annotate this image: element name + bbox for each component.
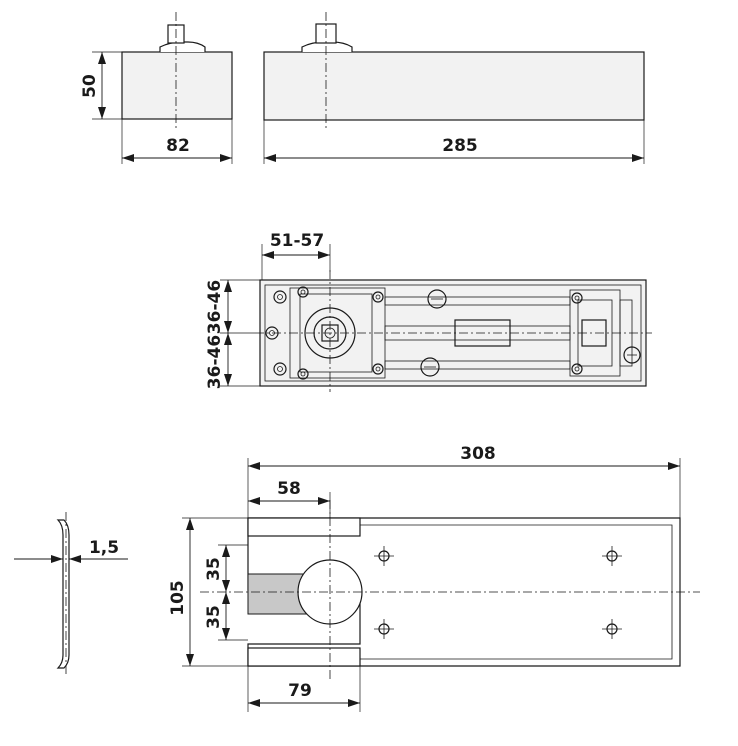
dim-front-length: 285 bbox=[442, 136, 478, 156]
dim-slot-depth: 58 bbox=[277, 479, 301, 499]
top-view: 51-57 36-46 36-46 bbox=[205, 231, 652, 392]
dim-half-lower: 35 bbox=[204, 605, 224, 629]
dim-lower-offset: 36-46 bbox=[205, 335, 225, 389]
dim-upper-offset: 36-46 bbox=[205, 280, 225, 334]
dim-thickness: 1,5 bbox=[89, 538, 119, 558]
dim-plate-height: 105 bbox=[168, 580, 188, 616]
screw-hole-icon bbox=[374, 546, 622, 639]
dim-side-height: 50 bbox=[80, 74, 100, 98]
dim-plate-length: 308 bbox=[460, 444, 496, 464]
front-view: 285 bbox=[263, 12, 645, 164]
dim-axis-offset: 51-57 bbox=[270, 231, 324, 251]
side-view: 50 82 bbox=[80, 12, 233, 164]
dim-pivot-distance: 79 bbox=[288, 681, 312, 701]
dim-side-width: 82 bbox=[166, 136, 190, 156]
screw-icon bbox=[265, 286, 384, 380]
plate-section-view: 1,5 bbox=[14, 512, 128, 676]
dim-half-upper: 35 bbox=[204, 557, 224, 581]
cover-plate-view: 308 58 105 35 35 79 bbox=[168, 444, 700, 712]
